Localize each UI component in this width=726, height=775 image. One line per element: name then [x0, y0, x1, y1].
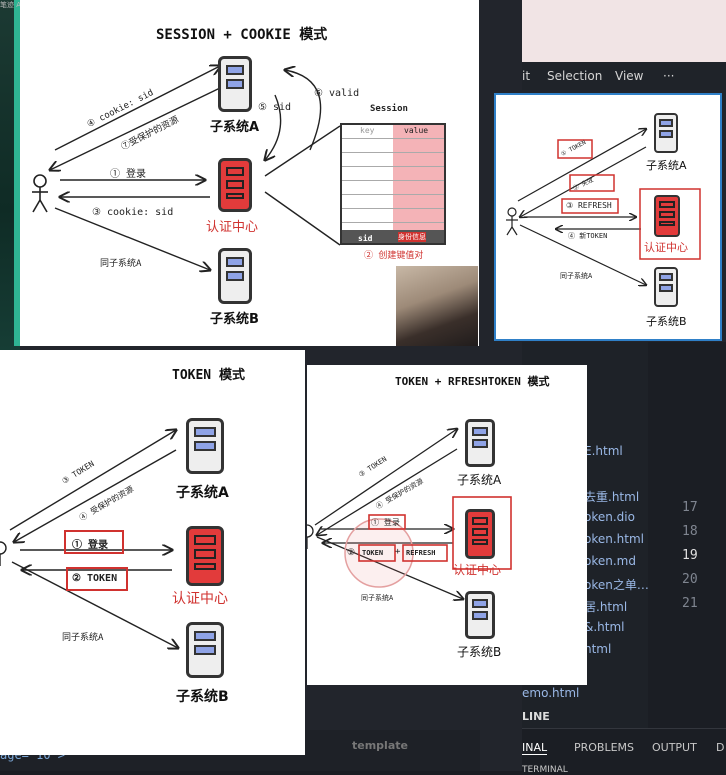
refresh-auth-device — [465, 509, 495, 559]
same-subsystem-label: 同子系统A — [361, 594, 394, 602]
mini-refresh-label: ③ REFRESH — [566, 201, 612, 210]
token-auth-device — [186, 526, 224, 586]
line-number: 17 — [682, 500, 698, 515]
mini-same-label: 同子系统A — [560, 272, 593, 280]
menu-edit[interactable]: it — [522, 69, 531, 83]
token-diagram: TOKEN 模式 子系统A 认证中心 子系统B ③ TOKEN ④ 受保护的资源… — [0, 350, 305, 755]
subsystem-a-device — [218, 56, 252, 112]
menu-view[interactable]: View — [615, 69, 644, 83]
file-item[interactable]: html — [584, 642, 612, 656]
refresh-arrows — [307, 365, 512, 685]
tab-debug[interactable]: D — [716, 741, 725, 754]
token-box-label: TOKEN — [362, 549, 384, 557]
same-subsystem-label: 同子系统A — [62, 633, 104, 643]
refresh-box-label: REFRESH — [406, 549, 436, 557]
line-number-gutter: 17 18 19 20 21 — [648, 342, 726, 728]
token-refresh-diagram: TOKEN + RFRESHTOKEN 模式 子系统A 认证中心 子系统B ③ … — [307, 365, 587, 685]
col-key: key — [360, 126, 375, 135]
file-item[interactable]: oken.html — [584, 532, 644, 546]
subsystem-b-device — [218, 248, 252, 304]
diagram-title: TOKEN 模式 — [172, 368, 245, 383]
diagram-title: SESSION + COOKIE 模式 — [156, 27, 328, 43]
tab-problems[interactable]: PROBLEMS — [574, 741, 635, 754]
tab-output[interactable]: OUTPUT — [652, 741, 697, 754]
top-left-text: 笔迹 A/A — [0, 1, 29, 9]
token-subsystem-a-device — [186, 418, 224, 474]
file-item[interactable]: oken之单… — [584, 578, 649, 592]
cookie-label-3: ③ cookie: sid — [92, 207, 174, 218]
mini-auth-device — [654, 195, 680, 237]
line-number: 21 — [682, 596, 698, 611]
mini-subsystem-a-device — [654, 113, 678, 153]
col-value: value — [404, 126, 429, 135]
refresh-subsystem-a-label: 子系统A — [457, 473, 502, 487]
line-number: 20 — [682, 572, 698, 587]
auth-center-label: 认证中心 — [206, 220, 259, 235]
line-number: 18 — [682, 524, 698, 539]
subsystem-a-label: 子系统A — [210, 120, 260, 135]
step-2-label: ② — [347, 548, 356, 558]
token-label-2: ② TOKEN — [72, 573, 118, 584]
login-label: ① 登录 — [72, 540, 109, 551]
mini-newtoken-label: ④ 新TOKEN — [568, 232, 608, 240]
file-item[interactable]: &.html — [584, 620, 625, 634]
token-subsystem-b-device — [186, 622, 224, 678]
session-table-title: Session — [370, 104, 408, 114]
row-key: sid — [358, 234, 373, 243]
file-item[interactable]: 去重.html — [584, 490, 640, 504]
subsystem-b-label: 子系统B — [210, 312, 259, 327]
outline-header[interactable]: LINE — [522, 710, 550, 723]
session-table: key value sid 身份信息 — [340, 123, 446, 245]
create-pair-label: ② 创建键值对 — [364, 251, 424, 261]
plus-label: + — [395, 547, 401, 557]
login-label: ① 登录 — [371, 518, 400, 527]
refresh-mini-diagram: 子系统A 认证中心 子系统B ① TOKEN ② 失效 ③ REFRESH ④ … — [494, 93, 722, 341]
menu-selection[interactable]: Selection — [547, 69, 603, 83]
token-arrows — [0, 350, 305, 755]
tab-terminal[interactable]: INAL — [522, 741, 548, 755]
editor-preview-area — [522, 0, 726, 62]
template-label: template — [352, 739, 408, 752]
webcam-overlay — [396, 266, 478, 346]
valid-label: ⑥ valid — [314, 88, 360, 99]
refresh-subsystem-a-device — [465, 419, 495, 467]
terminal-label: TERMINAL — [522, 765, 568, 775]
mini-subsystem-b-device — [654, 267, 678, 307]
editor-menu-bar: it Selection View ··· — [522, 62, 726, 90]
diagram-title: TOKEN + RFRESHTOKEN 模式 — [395, 375, 550, 388]
auth-center-device — [218, 158, 252, 212]
mini-subsystem-b-label: 子系统B — [646, 315, 687, 328]
token-auth-label: 认证中心 — [172, 591, 228, 607]
sid-label: ⑤ sid — [258, 102, 292, 113]
refresh-auth-label: 认证中心 — [453, 563, 502, 577]
refresh-subsystem-b-device — [465, 591, 495, 639]
mini-auth-label: 认证中心 — [644, 241, 688, 254]
session-arrows — [32, 0, 341, 346]
file-item[interactable]: 居.html — [584, 600, 628, 614]
line-number: 19 — [682, 548, 698, 563]
panel-tabs: INAL PROBLEMS OUTPUT D TERMINAL — [522, 728, 726, 775]
token-subsystem-b-label: 子系统B — [176, 689, 229, 705]
file-item[interactable]: oken.md — [584, 554, 636, 568]
refresh-subsystem-b-label: 子系统B — [457, 645, 502, 659]
file-item[interactable]: oken.dio — [584, 510, 635, 524]
same-subsystem-label: 同子系统A — [100, 259, 142, 269]
mini-subsystem-a-label: 子系统A — [646, 159, 687, 172]
menu-more[interactable]: ··· — [663, 69, 675, 83]
token-subsystem-a-label: 子系统A — [176, 485, 229, 501]
file-item[interactable]: E.html — [584, 444, 623, 458]
row-value: 身份信息 — [398, 232, 426, 242]
window-edge — [14, 0, 20, 346]
mini-arrows — [506, 95, 701, 339]
login-label: ① 登录 — [110, 169, 147, 180]
file-item[interactable]: emo.html — [522, 686, 580, 700]
